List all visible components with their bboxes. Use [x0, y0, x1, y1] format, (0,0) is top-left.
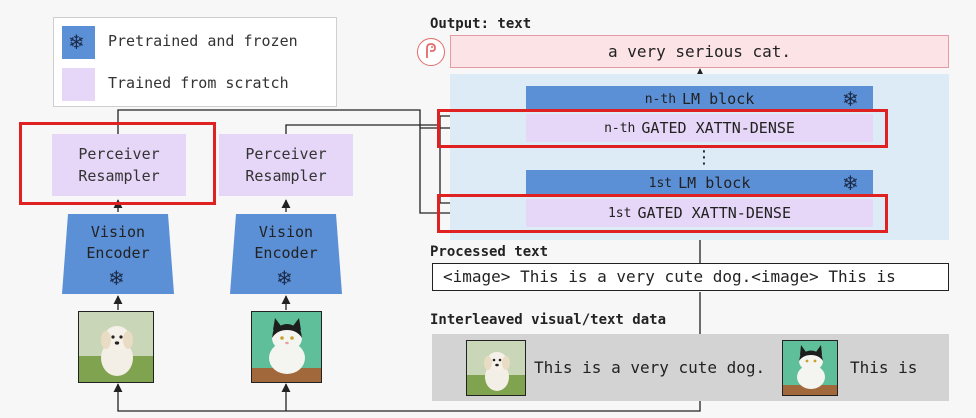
cat-thumbnail: [782, 340, 838, 396]
snowflake-icon: ❄: [108, 266, 125, 290]
puppy-thumbnail: [466, 340, 526, 396]
flamingo-icon: [417, 38, 445, 66]
lm-block-1st: 1st LM block ❄: [526, 170, 873, 196]
frozen-swatch: ❄: [62, 26, 95, 59]
encoder-label: Vision Encoder: [86, 223, 150, 262]
interleaved-box: This is a very cute dog. This is: [432, 334, 949, 401]
lm-ordinal: 1st: [648, 175, 673, 191]
processed-text-box: <image> This is a very cute dog.<image> …: [432, 263, 949, 291]
interleaved-text-1: This is a very cute dog.: [534, 358, 766, 377]
gated-ordinal: 1st: [607, 205, 632, 221]
perceiver-label: Perceiver Resampler: [245, 145, 327, 185]
output-text: a very serious cat.: [607, 42, 792, 61]
encoder-shape: [230, 214, 342, 294]
output-text-box: a very serious cat.: [450, 35, 949, 68]
lm-label: LM block: [678, 174, 751, 192]
legend-scratch-label: Trained from scratch: [108, 74, 289, 92]
scratch-swatch: [62, 68, 95, 101]
gated-label: GATED XATTN-DENSE: [641, 119, 795, 137]
gated-label: GATED XATTN-DENSE: [637, 204, 791, 222]
lm-label: LM block: [682, 90, 755, 108]
processed-heading: Processed text: [430, 244, 549, 260]
snowflake-icon: ❄: [842, 171, 859, 195]
vision-encoder-right: Vision Encoder ❄: [230, 214, 342, 294]
lm-ordinal: n-th: [644, 91, 677, 107]
perceiver-label: Perceiver Resampler: [78, 145, 160, 185]
encoder-shape: [62, 214, 174, 294]
cat-photo: [251, 311, 322, 383]
lm-block-nth: n-th LM block ❄: [526, 86, 873, 112]
interleaved-text-2: This is: [850, 358, 918, 377]
gated-ordinal: n-th: [604, 120, 636, 136]
perceiver-resampler-right: Perceiver Resampler: [219, 134, 353, 196]
snowflake-icon: ❄: [68, 30, 85, 54]
interleaved-heading: Interleaved visual/text data: [430, 312, 667, 328]
encoder-label: Vision Encoder: [254, 223, 318, 262]
puppy-photo: [78, 311, 154, 383]
gated-xattn-nth: n-th GATED XATTN-DENSE: [526, 114, 873, 142]
highlight-gated-1st: [437, 194, 888, 233]
perceiver-resampler-left: Perceiver Resampler: [52, 134, 186, 196]
output-heading: Output: text: [430, 16, 532, 32]
highlight-perceiver-left: [19, 122, 216, 205]
highlight-gated-nth: [437, 109, 888, 148]
ellipsis: ⋮: [695, 147, 713, 168]
gated-xattn-1st: 1st GATED XATTN-DENSE: [526, 199, 873, 227]
legend-frozen-label: Pretrained and frozen: [108, 32, 298, 50]
vision-encoder-left: Vision Encoder ❄: [62, 214, 174, 294]
snowflake-icon: ❄: [276, 266, 293, 290]
processed-text: <image> This is a very cute dog.<image> …: [443, 267, 896, 286]
legend: ❄ Pretrained and frozen Trained from scr…: [53, 17, 337, 107]
snowflake-icon: ❄: [842, 87, 859, 111]
